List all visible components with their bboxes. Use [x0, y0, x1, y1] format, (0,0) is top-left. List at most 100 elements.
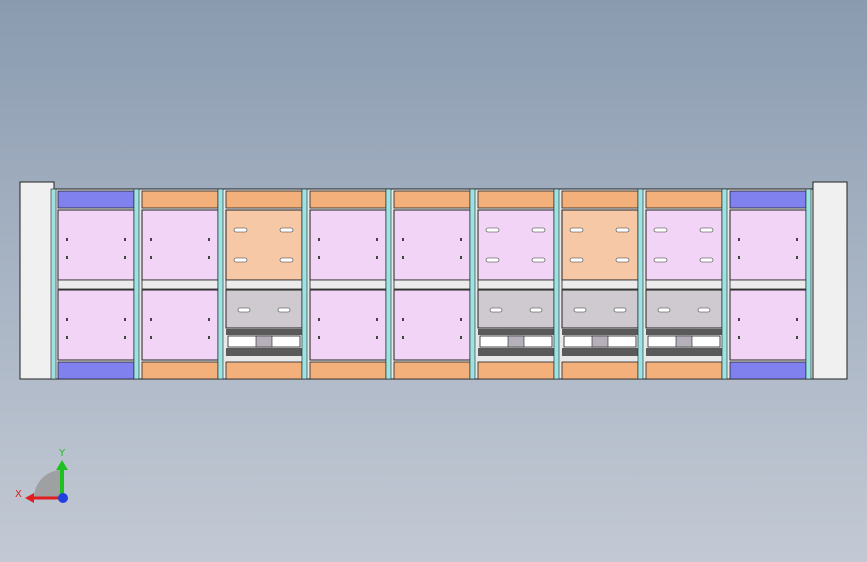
bay-header-bottom — [561, 361, 639, 380]
panel-pin — [796, 238, 798, 241]
bay-drawer-rail — [646, 329, 722, 335]
bay-drawer-slot — [675, 335, 693, 348]
panel-pin — [402, 256, 404, 259]
slot-hole — [697, 307, 711, 313]
panel-pin — [124, 238, 126, 241]
y-axis-arrowhead — [56, 460, 68, 470]
panel-pin — [738, 336, 740, 339]
panel-pin — [124, 318, 126, 321]
bay-lower-panel — [729, 289, 807, 361]
bay-post — [469, 188, 476, 380]
panel-pin — [208, 238, 210, 241]
panel-pin — [318, 318, 320, 321]
bay-drawer-slot — [591, 335, 609, 348]
bay-header-top — [141, 190, 219, 209]
panel-pin — [376, 336, 378, 339]
panel-pin — [208, 336, 210, 339]
slot-hole — [569, 257, 584, 263]
slot-hole — [233, 257, 248, 263]
bay-upper-panel — [393, 209, 471, 281]
panel-pin — [318, 256, 320, 259]
end-panel-left — [19, 181, 55, 380]
slot-hole — [573, 307, 587, 313]
panel-pin — [460, 256, 462, 259]
bay-header-top — [309, 190, 387, 209]
bay-header-bottom — [57, 361, 135, 380]
panel-pin — [738, 238, 740, 241]
panel-pin — [318, 238, 320, 241]
bay-header-top — [477, 190, 555, 209]
bay-header-top — [225, 190, 303, 209]
bay-mid-rail — [645, 279, 723, 290]
bay-post — [721, 188, 728, 380]
bay-post — [385, 188, 392, 380]
slot-hole — [657, 307, 671, 313]
bay-header-bottom — [477, 361, 555, 380]
bay-base-rail — [646, 348, 722, 356]
bay-header-top — [393, 190, 471, 209]
bay-drawer-slot — [255, 335, 273, 348]
slot-hole — [489, 307, 503, 313]
slot-hole — [233, 227, 248, 233]
bay-drawer-rail — [478, 329, 554, 335]
bay-post — [50, 188, 57, 380]
bay-upper-panel — [225, 209, 303, 281]
panel-pin — [796, 336, 798, 339]
bay-lower-panel — [393, 289, 471, 361]
slot-hole — [485, 227, 500, 233]
bay-post — [637, 188, 644, 380]
panel-pin — [318, 336, 320, 339]
end-panel-right — [812, 181, 848, 380]
bay-upper-panel — [477, 209, 555, 281]
panel-pin — [402, 238, 404, 241]
bay-upper-panel — [141, 209, 219, 281]
bay-upper-panel — [309, 209, 387, 281]
panel-pin — [66, 318, 68, 321]
panel-pin — [66, 238, 68, 241]
panel-pin — [150, 238, 152, 241]
slot-hole — [279, 257, 294, 263]
bay-upper-panel — [729, 209, 807, 281]
panel-pin — [66, 336, 68, 339]
bay-post — [805, 188, 812, 380]
bay-lower-panel — [141, 289, 219, 361]
slot-hole — [485, 257, 500, 263]
bay-upper-panel — [561, 209, 639, 281]
panel-pin — [208, 318, 210, 321]
bay-header-bottom — [309, 361, 387, 380]
bay-lower-panel — [57, 289, 135, 361]
bay-post — [217, 188, 224, 380]
bay-post — [301, 188, 308, 380]
cabinet-row — [19, 181, 848, 380]
panel-pin — [738, 318, 740, 321]
slot-hole — [531, 257, 546, 263]
bay-upper-panel — [57, 209, 135, 281]
panel-pin — [460, 318, 462, 321]
bay-base-rail — [478, 348, 554, 356]
slot-hole — [615, 257, 630, 263]
panel-pin — [796, 318, 798, 321]
panel-pin — [66, 256, 68, 259]
bay-header-top — [561, 190, 639, 209]
panel-pin — [124, 336, 126, 339]
bay-lower-panel — [561, 289, 639, 329]
panel-pin — [376, 238, 378, 241]
bay-base-rail — [226, 348, 302, 356]
slot-hole — [653, 227, 668, 233]
triad-quarter-disc — [34, 470, 62, 498]
bay-mid-rail — [225, 279, 303, 290]
panel-pin — [150, 256, 152, 259]
bay-drawer-rail — [562, 329, 638, 335]
slot-hole — [569, 227, 584, 233]
panel-pin — [402, 336, 404, 339]
orientation-triad[interactable]: Y X — [15, 448, 68, 503]
bay-header-top — [729, 190, 807, 209]
bay-lower-panel — [309, 289, 387, 361]
bay-lower-panel — [477, 289, 555, 329]
bay-header-top — [57, 190, 135, 209]
slot-hole — [613, 307, 627, 313]
slot-hole — [279, 227, 294, 233]
bay-upper-panel — [645, 209, 723, 281]
